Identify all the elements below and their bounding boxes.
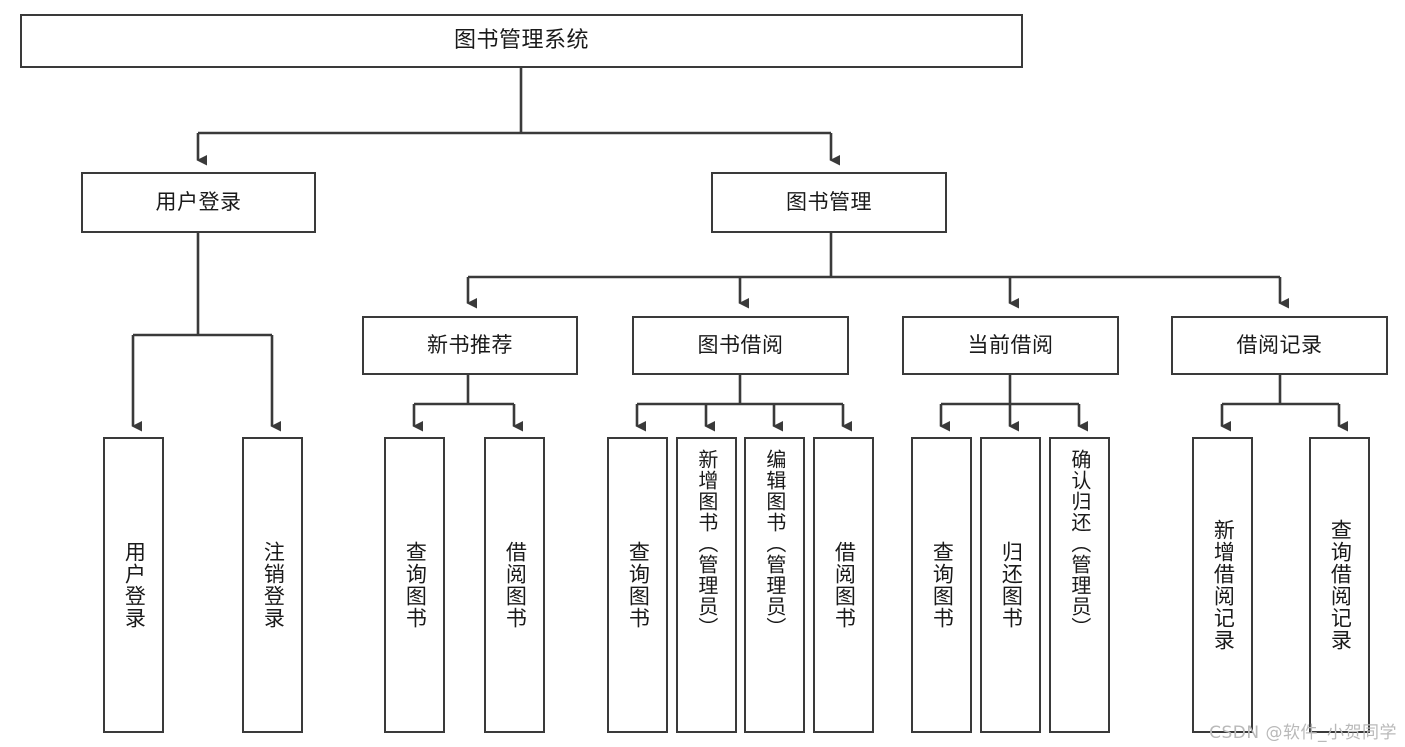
node-label: 查询图书 [403, 541, 428, 629]
node-label: 新书推荐 [427, 333, 513, 358]
node-new-book-recommendation[interactable]: 新书推荐 [362, 316, 578, 375]
node-label: 借阅记录 [1236, 333, 1323, 358]
leaf-return-books[interactable]: 归还图书 [980, 437, 1041, 733]
leaf-query-books-recommend[interactable]: 查询图书 [384, 437, 445, 733]
leaf-query-books-borrow[interactable]: 查询图书 [607, 437, 668, 733]
leaf-add-borrow-record[interactable]: 新增借阅记录 [1192, 437, 1253, 733]
node-label: 新增借阅记录 [1211, 519, 1236, 651]
leaf-borrow-books[interactable]: 借阅图书 [813, 437, 874, 733]
node-label: 当前借阅 [967, 333, 1054, 358]
node-user-login[interactable]: 用户登录 [81, 172, 316, 233]
leaf-logout[interactable]: 注销登录 [242, 437, 303, 733]
node-book-management[interactable]: 图书管理 [711, 172, 947, 233]
leaf-borrow-books-recommend[interactable]: 借阅图书 [484, 437, 545, 733]
node-label: 图书管理 [786, 190, 872, 215]
node-label: 借阅图书 [503, 541, 528, 629]
node-label: 注销登录 [261, 541, 286, 629]
leaf-query-books-current[interactable]: 查询图书 [911, 437, 972, 733]
node-label: 图书借阅 [697, 333, 784, 358]
node-label: 编辑图书（管理员） [762, 449, 787, 638]
node-label: 用户登录 [155, 190, 242, 215]
node-label: 借阅图书 [832, 541, 857, 629]
node-label: 归还图书 [999, 541, 1024, 629]
node-label: 查询图书 [930, 541, 955, 629]
node-root-book-management-system[interactable]: 图书管理系统 [20, 14, 1023, 68]
leaf-query-borrow-record[interactable]: 查询借阅记录 [1309, 437, 1370, 733]
node-current-borrow[interactable]: 当前借阅 [902, 316, 1119, 375]
node-label: 用户登录 [122, 541, 147, 629]
node-borrow-record[interactable]: 借阅记录 [1171, 316, 1388, 375]
node-book-borrow[interactable]: 图书借阅 [632, 316, 849, 375]
leaf-confirm-return-admin[interactable]: 确认归还（管理员） [1049, 437, 1110, 733]
node-label: 图书管理系统 [453, 28, 589, 54]
csdn-watermark: CSDN @软件_小贺同学 [1209, 723, 1397, 743]
node-label: 新增图书（管理员） [694, 449, 719, 638]
node-label: 确认归还（管理员） [1067, 449, 1092, 638]
leaf-edit-book-admin[interactable]: 编辑图书（管理员） [744, 437, 805, 733]
leaf-add-book-admin[interactable]: 新增图书（管理员） [676, 437, 737, 733]
node-label: 查询借阅记录 [1328, 519, 1353, 651]
leaf-user-login[interactable]: 用户登录 [103, 437, 164, 733]
node-label: 查询图书 [626, 541, 651, 629]
